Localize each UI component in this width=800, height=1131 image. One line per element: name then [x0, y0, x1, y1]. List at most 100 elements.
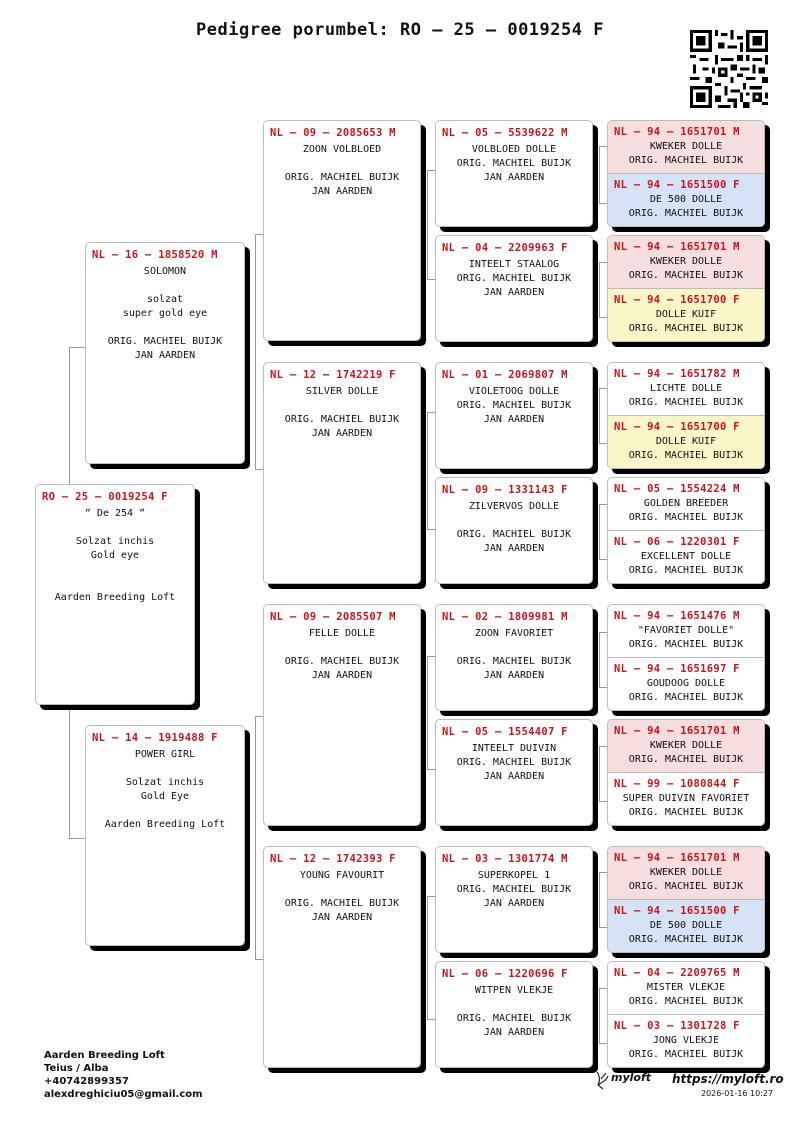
info-line: JAN AARDEN: [311, 670, 373, 681]
pedigree-card-gen4: NL – 94 – 1651500 F DE 500 DOLLE ORIG. MA…: [608, 174, 764, 226]
ring-number: NL – 05 – 1554224 M: [614, 483, 740, 495]
pedigree-card-gen3: NL – 09 – 1331143 F ZILVERVOS DOLLE ORIG.…: [435, 477, 593, 584]
pedigree-card-gen4: NL – 05 – 1554224 M GOLDEN BREEDER ORIG. …: [608, 478, 764, 531]
info-line: ORIG. MACHIEL BUIJK: [628, 397, 744, 408]
info-line: DOLLE KUIF: [655, 436, 717, 447]
info-line: “ De 254 “: [84, 508, 146, 519]
ring-number: NL – 94 – 1651700 F: [614, 421, 740, 433]
connector-line: [599, 262, 608, 318]
brand-logo: myloft: [611, 1071, 652, 1084]
info-line: JAN AARDEN: [483, 287, 545, 298]
info-line: ZOON VOLBLOED: [302, 144, 382, 155]
ring-number: NL – 12 – 1742393 F: [270, 853, 396, 865]
info-line: ZILVERVOS DOLLE: [468, 501, 560, 512]
connector-line: [599, 146, 608, 204]
spacer: [36, 577, 194, 591]
ring-number: NL – 09 – 2085653 M: [270, 127, 396, 139]
spacer: [436, 514, 592, 528]
pedigree-card-gen2: NL – 09 – 2085653 M ZOON VOLBLOED ORIG. M…: [263, 120, 421, 341]
ring-number: NL – 01 – 2069807 M: [442, 369, 568, 381]
info-line: ORIG. MACHIEL BUIJK: [456, 529, 572, 540]
ring-number: NL – 05 – 1554407 F: [442, 726, 568, 738]
website-link[interactable]: https://myloft.ro: [672, 1072, 784, 1086]
info-line: ORIG. MACHIEL BUIJK: [628, 881, 744, 892]
info-line: Solzat inchis: [75, 536, 155, 547]
info-line: EXCELLENT DOLLE: [640, 551, 732, 562]
info-line: ORIG. MACHIEL BUIJK: [628, 512, 744, 523]
info-line: SUPERKOPEL 1: [477, 870, 551, 881]
info-line: ORIG. MACHIEL BUIJK: [284, 414, 400, 425]
pedigree-card-gen4: NL – 94 – 1651697 F GOUDOOG DOLLE ORIG. M…: [608, 658, 764, 710]
info-line: ORIG. MACHIEL BUIJK: [284, 172, 400, 183]
info-line: JAN AARDEN: [483, 172, 545, 183]
info-line: JONG VLEKJE: [652, 1035, 720, 1046]
pedigree-card-gen4: NL – 94 – 1651476 M "FAVORIET DOLLE"ORIG…: [608, 605, 764, 658]
info-line: ORIG. MACHIEL BUIJK: [628, 208, 744, 219]
info-line: ORIG. MACHIEL BUIJK: [456, 1013, 572, 1024]
ring-number: NL – 94 – 1651701 M: [614, 725, 740, 737]
info-line: ORIG. MACHIEL BUIJK: [284, 898, 400, 909]
info-line: ORIG. MACHIEL BUIJK: [628, 1049, 744, 1060]
ring-number: NL – 16 – 1858520 M: [92, 249, 218, 261]
spacer: [264, 883, 420, 897]
info-line: solzat: [146, 294, 184, 305]
connector-line: [255, 716, 264, 960]
info-line: JAN AARDEN: [483, 543, 545, 554]
spacer: [264, 641, 420, 655]
pedigree-card-gen4: NL – 99 – 1080844 F SUPER DUIVIN FAVORIE…: [608, 773, 764, 825]
info-line: LICHTE DOLLE: [649, 383, 723, 394]
info-line: super gold eye: [122, 308, 208, 319]
ring-number: NL – 94 – 1651701 M: [614, 852, 740, 864]
info-line: GOUDOOG DOLLE: [646, 678, 726, 689]
info-line: ORIG. MACHIEL BUIJK: [628, 754, 744, 765]
info-line: INTEELT STAALOG: [468, 259, 560, 270]
connector-line: [599, 746, 608, 802]
info-line: ORIG. MACHIEL BUIJK: [628, 996, 744, 1007]
connector-line: [427, 896, 436, 1020]
spacer: [86, 762, 244, 776]
page-title: Pedigree porumbel: RO – 25 – 0019254 F: [196, 20, 604, 40]
spacer: [86, 321, 244, 335]
info-line: "FAVORIET DOLLE": [637, 625, 735, 636]
connector-line: [599, 504, 608, 560]
owner-name: Aarden Breeding Loft: [44, 1050, 165, 1061]
ring-number: NL – 94 – 1651700 F: [614, 294, 740, 306]
info-line: GOLDEN BREEDER: [643, 498, 729, 509]
info-line: SILVER DOLLE: [305, 386, 379, 397]
info-line: JAN AARDEN: [311, 428, 373, 439]
info-line: ORIG. MACHIEL BUIJK: [628, 639, 744, 650]
ring-number: NL – 94 – 1651701 M: [614, 241, 740, 253]
ring-number: NL – 94 – 1651782 M: [614, 368, 740, 380]
owner-email: alexdreghiciu05@gmail.com: [44, 1089, 203, 1100]
info-line: Aarden Breeding Loft: [104, 819, 226, 830]
info-line: ORIG. MACHIEL BUIJK: [456, 656, 572, 667]
ring-number: NL – 12 – 1742219 F: [270, 369, 396, 381]
info-line: ORIG. MACHIEL BUIJK: [628, 565, 744, 576]
ring-number: NL – 94 – 1651697 F: [614, 663, 740, 675]
info-line: VIOLETOOG DOLLE: [468, 386, 560, 397]
info-line: VOLBLOED DOLLE: [471, 144, 557, 155]
info-line: DE 500 DOLLE: [649, 194, 723, 205]
owner-location: Teius / Alba: [44, 1063, 109, 1074]
info-line: ORIG. MACHIEL BUIJK: [456, 757, 572, 768]
info-line: KWEKER DOLLE: [649, 256, 723, 267]
info-line: ORIG. MACHIEL BUIJK: [628, 323, 744, 334]
info-line: JAN AARDEN: [483, 670, 545, 681]
spacer: [86, 279, 244, 293]
info-line: KWEKER DOLLE: [649, 141, 723, 152]
qr-code-icon: [690, 30, 768, 108]
info-line: JAN AARDEN: [483, 414, 545, 425]
ring-number: NL – 09 – 1331143 F: [442, 484, 568, 496]
ring-number: NL – 94 – 1651500 F: [614, 179, 740, 191]
info-line: ORIG. MACHIEL BUIJK: [456, 884, 572, 895]
info-line: ORIG. MACHIEL BUIJK: [628, 692, 744, 703]
